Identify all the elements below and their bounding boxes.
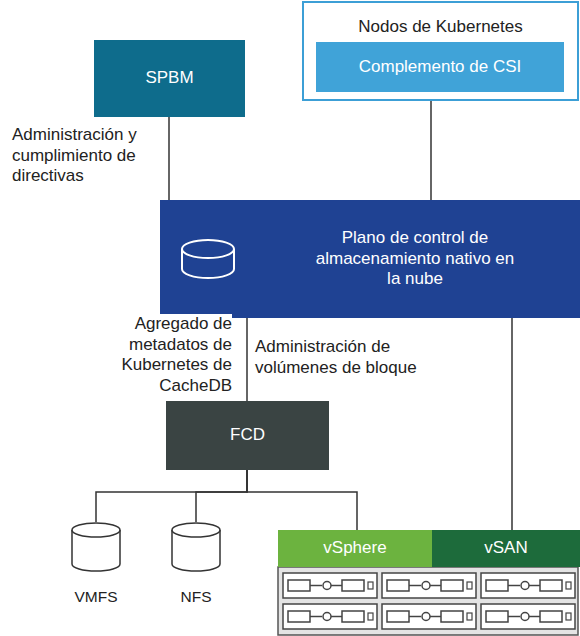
node-text: NFS — [152, 588, 240, 607]
node-text: Complemento de CSI — [359, 57, 522, 78]
connector-line — [96, 470, 247, 522]
platform-band: vSphere — [278, 530, 432, 567]
edge-label: Administración y cumplimiento de directi… — [12, 125, 164, 187]
node-text: Nodos de Kubernetes — [304, 3, 577, 38]
fcd-box: FCD — [166, 401, 329, 470]
datastore-disk: NFS — [162, 522, 230, 614]
node-text: VMFS — [52, 588, 140, 607]
connector-line — [246, 318, 248, 401]
node-text: vSAN — [484, 538, 527, 559]
storage-icon — [178, 235, 238, 283]
connector-line — [168, 117, 170, 200]
node-text: FCD — [230, 425, 265, 446]
connector-line — [430, 101, 432, 200]
server-unit — [283, 604, 377, 629]
connector-line — [511, 318, 513, 530]
control-plane-box: Plano de control de almacenamiento nativ… — [160, 200, 580, 318]
group-box: Nodos de KubernetesComplemento de CSI — [302, 1, 579, 101]
server-unit — [283, 573, 377, 598]
disk-symbol — [71, 522, 121, 574]
server-unit — [382, 604, 476, 629]
connector-line — [196, 470, 247, 522]
disk-symbol — [171, 522, 221, 574]
server-unit — [481, 604, 575, 629]
plugin-box: Complemento de CSI — [316, 42, 564, 92]
node-text: vSphere — [323, 538, 386, 559]
connector-line — [247, 470, 357, 530]
policy-box: SPBM — [94, 40, 245, 117]
datastore-disk: VMFS — [62, 522, 130, 614]
node-text: Plano de control de almacenamiento nativ… — [315, 228, 515, 290]
note-label: Agregado de metadatos de Kubernetes de C… — [100, 314, 232, 397]
node-text: SPBM — [145, 68, 193, 89]
platform-band: vSAN — [432, 530, 580, 567]
server-unit — [382, 573, 476, 598]
edge-label: Administración de volúmenes de bloque — [255, 337, 433, 378]
server-unit — [481, 573, 575, 598]
